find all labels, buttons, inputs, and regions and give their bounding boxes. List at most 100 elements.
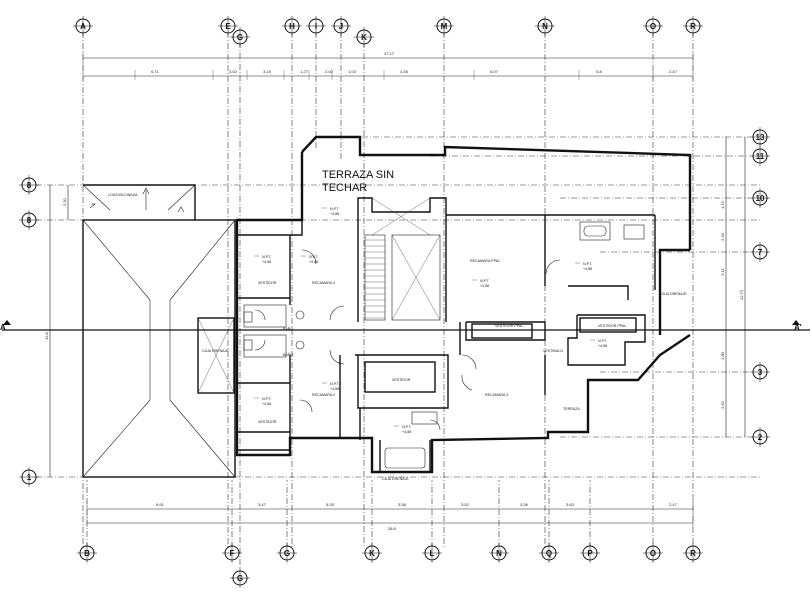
axis-bubble-bottom-l-4-label: L xyxy=(430,549,435,558)
terrace-title-line-1: TERRAZA SIN xyxy=(322,169,394,181)
axis-bubble-top-m-7-label: M xyxy=(441,22,448,31)
axis-bubble-right-2-label: 2 xyxy=(758,433,763,442)
axis-bubble-bottom-f-1-label: F xyxy=(230,549,235,558)
dim-top-7: 6.07 xyxy=(490,69,499,74)
axis-bubble-bottom-extra-label: G xyxy=(237,574,243,583)
label-bano-1: BAÑO xyxy=(283,326,293,331)
level-tag-5: N.P.T.+4.88 xyxy=(394,425,412,434)
left-dimension-chain: 2.20 12.8 xyxy=(44,185,69,477)
dim-bottom-3: 3.58 xyxy=(398,502,407,507)
dim-bottom-2: 5.25 xyxy=(326,502,335,507)
dim-right-4: 2.62 xyxy=(720,400,725,409)
level-tag-npt: N.P.T. xyxy=(262,255,272,259)
level-tag-1: N.P.T.+4.88 xyxy=(301,255,319,264)
axis-bubble-right-13-label: 13 xyxy=(756,133,765,142)
axis-bubble-top-j-5-label: J xyxy=(339,22,343,31)
axis-bubble-top-o-9: O xyxy=(643,16,663,36)
axis-bubble-bottom-o-8: O xyxy=(643,543,663,563)
axis-bubble-top-j-5: J xyxy=(331,16,351,36)
axis-bubble-bottom-p-7: P xyxy=(580,543,600,563)
label-recamara-3: RECAMARA 3 xyxy=(485,393,508,397)
axis-bubble-bottom-b-0: B xyxy=(77,543,97,563)
label-vestidor-3: VESTIDOR xyxy=(392,378,411,382)
level-tag-value: +4.88 xyxy=(330,387,339,391)
axis-bubble-right-13: 13 xyxy=(750,127,770,147)
axis-bubble-bottom-extra: G xyxy=(230,568,250,588)
axis-bubble-bottom-n-5: N xyxy=(489,543,509,563)
dim-right-3: 1.80 xyxy=(720,351,725,360)
axis-bubble-bottom-k-3: K xyxy=(362,543,382,563)
dim-bottom-4: 3.52 xyxy=(461,502,470,507)
level-tag-6: N.P.T.+4.88 xyxy=(472,279,490,288)
axis-bubble-bottom-q-6: Q xyxy=(539,543,559,563)
level-tag-npt: N.P.T. xyxy=(402,425,412,429)
staircase xyxy=(364,197,441,321)
axis-bubble-right-10-label: 10 xyxy=(756,194,765,203)
dim-right-1: 2.34 xyxy=(720,232,725,241)
axis-bubble-bottom-r-9: R xyxy=(683,543,703,563)
level-tag-value: +4.88 xyxy=(330,212,339,216)
axis-bubble-top-m-7: M xyxy=(434,16,454,36)
axis-bubble-top-e-1-label: E xyxy=(225,22,231,31)
label-recamara-4: RECAMARA 4 xyxy=(312,281,335,285)
level-tag-8: N.P.T.+4.88 xyxy=(590,339,608,348)
level-tag-value: +4.88 xyxy=(583,267,592,271)
dim-bottom-6: 3.63 xyxy=(566,502,575,507)
axis-bubble-right-11-label: 11 xyxy=(756,152,765,161)
dim-top-3: 1.27 xyxy=(300,69,309,74)
axis-bubble-right-3: 3 xyxy=(750,362,770,382)
label-vestidor-ppal-1: VESTIDOR PPAL. xyxy=(495,324,524,328)
level-tag-npt: N.P.T. xyxy=(598,339,608,343)
slope-arrow-right xyxy=(177,206,185,213)
label-recamara-ppal: RECAMARA PPAL. xyxy=(470,259,501,263)
dim-right-total: 12.72 xyxy=(739,289,744,300)
axis-bubble-top-r-10: R xyxy=(683,16,703,36)
axis-bubble-top-r-10-label: R xyxy=(690,22,696,31)
axis-bubble-top-h-3: H xyxy=(282,16,302,36)
dim-top-5: 1.03 xyxy=(348,69,357,74)
axis-bubble-bottom-g-2-label: G xyxy=(284,549,290,558)
axis-bubble-top-o-9-label: O xyxy=(650,22,656,31)
level-tag-npt: N.P.T. xyxy=(262,397,272,401)
dim-top-8: 6.8 xyxy=(596,69,602,74)
level-tag-npt: N.P.T. xyxy=(583,262,593,266)
level-tag-value: +4.88 xyxy=(480,284,489,288)
axis-bubble-left-0-label: 8 xyxy=(27,181,32,190)
axis-bubble-bottom-g-2: G xyxy=(277,543,297,563)
level-tag-7: N.P.T.+4.88 xyxy=(575,262,593,271)
label-losa-inclinada: LOSA INCLINADA xyxy=(108,193,138,197)
axis-bubble-top-i-4: I xyxy=(306,16,326,36)
level-tag-4: N.P.T.+4.88 xyxy=(322,382,340,391)
label-vestidor-ppal-2: VESTIDOR PPAL. xyxy=(598,324,627,328)
axis-bubble-bottom-r-9-label: R xyxy=(690,549,696,558)
axis-bubble-bottom-k-3-label: K xyxy=(369,549,375,558)
axis-bubble-left-2: 1 xyxy=(19,467,39,487)
label-caja-drenaje-2: CAJA DRENAJE xyxy=(382,477,409,481)
axis-bubble-top-n-8-label: N xyxy=(542,22,548,31)
dim-top-total: 37.17 xyxy=(384,51,395,56)
axis-bubble-top-i-4-label: I xyxy=(315,22,317,31)
axis-bubble-right-2: 2 xyxy=(750,427,770,447)
section-line: A A' xyxy=(0,320,810,332)
level-tag-npt: N.P.T. xyxy=(330,207,340,211)
level-tag-npt: N.P.T. xyxy=(330,382,340,386)
dim-top-1: 3.02 xyxy=(229,69,238,74)
level-tag-npt: N.P.T. xyxy=(480,279,490,283)
axis-bubble-left-0: 8 xyxy=(19,175,39,195)
axis-bubble-right-10: 10 xyxy=(750,188,770,208)
dim-bottom-7: 2.47 xyxy=(669,502,678,507)
axis-bubble-right-7: 7 xyxy=(750,242,770,262)
axis-bubble-top-n-8: N xyxy=(535,16,555,36)
section-label-left: A xyxy=(0,323,6,332)
axis-bubble-right-3-label: 3 xyxy=(758,368,763,377)
axis-bubble-bottom-q-6-label: Q xyxy=(546,549,552,558)
axis-bubble-right-11: 11 xyxy=(750,146,770,166)
drain-box-left: CAJA DRENAJE xyxy=(197,317,235,394)
level-tag-3: N.P.T.+4.88 xyxy=(254,397,272,406)
level-tag-value: +4.88 xyxy=(262,402,271,406)
dim-top-6: 4.35 xyxy=(400,69,409,74)
axis-bubble-top-g-2-label: G xyxy=(237,33,243,42)
level-tag-npt: N.P.T. xyxy=(309,255,319,259)
section-label-right: A' xyxy=(794,323,802,332)
